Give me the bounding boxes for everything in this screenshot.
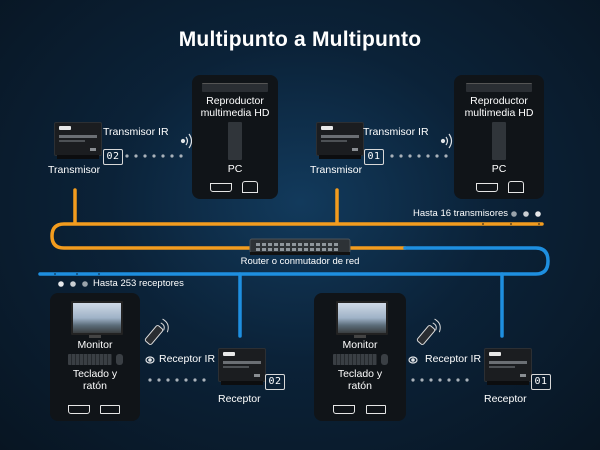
ir-remote-icon xyxy=(416,318,441,345)
kbm-label: Teclado y ratón xyxy=(72,368,118,392)
kbm-label: Teclado y ratón xyxy=(337,368,383,392)
source-box-2: Reproductor multimedia HD PC xyxy=(454,75,544,199)
rx-count-label: Hasta 253 receptores xyxy=(93,278,184,289)
media-player-icon xyxy=(202,83,268,92)
display-box-1: Monitor Teclado y ratón xyxy=(50,293,140,421)
source-label: Reproductor multimedia HD xyxy=(200,95,270,119)
monitor-icon xyxy=(336,301,388,335)
extender-icon xyxy=(316,122,364,159)
monitor-label: Monitor xyxy=(77,339,113,351)
monitor-icon xyxy=(71,301,123,335)
tx-network-line xyxy=(50,188,544,250)
keyboard-icon xyxy=(68,354,112,365)
usb-port-icon xyxy=(366,405,386,414)
mouse-icon xyxy=(116,354,123,365)
hdmi-port-icon xyxy=(476,183,498,192)
keyboard-icon xyxy=(333,354,377,365)
extender-icon xyxy=(484,348,532,385)
ir-receiver-icon xyxy=(145,356,155,364)
tx-count-label: Hasta 16 transmisores xyxy=(413,208,509,219)
transmitter-label: Transmisor xyxy=(310,164,363,176)
ir-dotted-lines xyxy=(125,154,469,382)
monitor-stand xyxy=(354,335,366,338)
source-box-1: Reproductor multimedia HD PC xyxy=(192,75,278,199)
media-player-icon xyxy=(466,83,532,92)
router-label: Router o conmutador de red xyxy=(240,256,360,267)
mouse-icon xyxy=(381,354,388,365)
monitor-label: Monitor xyxy=(342,339,378,351)
rx-network-line xyxy=(38,246,550,338)
rx-ir-label: Receptor IR xyxy=(159,353,216,365)
pc-label: PC xyxy=(491,163,507,175)
rx-ir-label: Receptor IR xyxy=(425,353,482,365)
rx-id-badge: 01 xyxy=(531,374,551,390)
display-box-2: Monitor Teclado y ratón xyxy=(314,293,406,421)
tx-count-dots xyxy=(511,211,541,217)
ir-remote-icon xyxy=(144,318,169,345)
hdmi-port-icon xyxy=(210,183,232,192)
pc-tower-icon xyxy=(492,122,506,160)
extender-icon xyxy=(218,348,266,385)
usb-port-icon xyxy=(100,405,120,414)
source-label: Reproductor multimedia HD xyxy=(464,95,534,119)
receiver-label: Receptor xyxy=(218,393,261,405)
rx-id-badge: 02 xyxy=(265,374,285,390)
usb-port-icon xyxy=(508,181,524,193)
tx-id-badge: 01 xyxy=(364,149,384,165)
receiver-label: Receptor xyxy=(484,393,527,405)
tx-ir-label: Transmisor IR xyxy=(363,126,429,138)
hdmi-port-icon xyxy=(68,405,90,414)
usb-port-icon xyxy=(242,181,258,193)
ir-sensor-icon xyxy=(180,133,193,149)
rx-count-dots xyxy=(58,281,88,287)
extender-icon xyxy=(54,122,102,159)
monitor-stand xyxy=(89,335,101,338)
pc-label: PC xyxy=(227,163,243,175)
transmitter-label: Transmisor xyxy=(48,164,101,176)
ir-sensor-icon xyxy=(440,133,453,149)
tx-ir-label: Transmisor IR xyxy=(103,126,169,138)
tx-id-badge: 02 xyxy=(103,149,123,165)
hdmi-port-icon xyxy=(333,405,355,414)
ir-receiver-icon xyxy=(408,356,418,364)
router-icon xyxy=(249,238,351,255)
diagram-title: Multipunto a Multipunto xyxy=(178,28,422,51)
pc-tower-icon xyxy=(228,122,242,160)
